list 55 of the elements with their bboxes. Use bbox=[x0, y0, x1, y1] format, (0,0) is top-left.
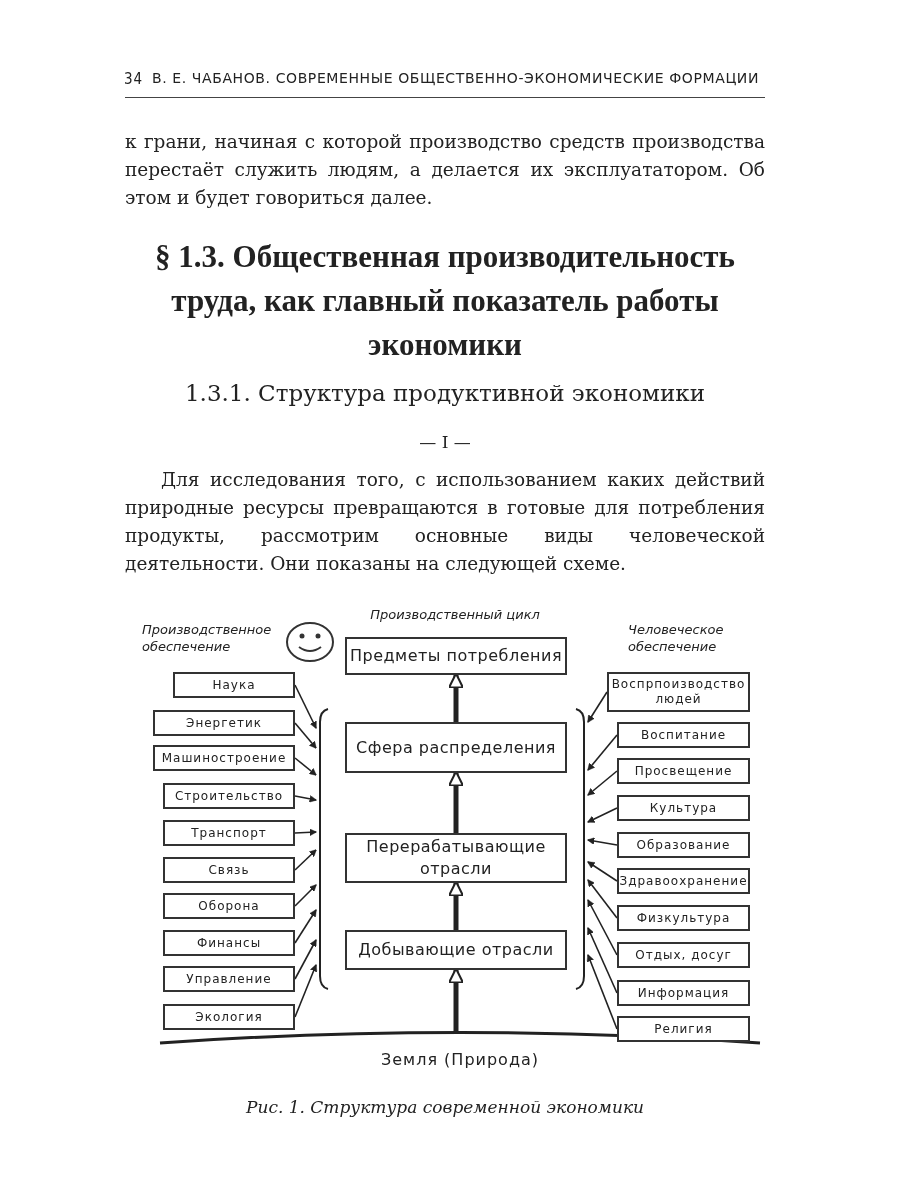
activity-box: Физкультура bbox=[617, 905, 750, 931]
body-paragraph: к грани, начиная с которой производство средств производства перестаёт служить людям, а делается их эксплуататором. Об этом и будет говориться далее. bbox=[125, 130, 765, 210]
activity-box: Экология bbox=[163, 1004, 295, 1030]
arrow bbox=[587, 691, 608, 723]
part-number: — I — bbox=[418, 432, 472, 452]
activity-box: Отдых, досуг bbox=[617, 942, 750, 968]
section-subheading: 1.3.1. Структура продуктивной экономики bbox=[183, 380, 707, 406]
arrow bbox=[294, 828, 317, 836]
running-header: В. Е. ЧАБАНОВ. СОВРЕМЕННЫЕ ОБЩЕСТВЕННО-ЭКОНОМИЧЕСКИЕ ФОРМАЦИИ bbox=[152, 70, 760, 86]
activity-box: Машиностроение bbox=[153, 745, 295, 771]
arrow bbox=[587, 734, 618, 771]
group-heading: Производственное обеспечение bbox=[142, 621, 273, 655]
arrow bbox=[294, 757, 317, 776]
activity-box: Связь bbox=[163, 857, 295, 883]
arrow bbox=[294, 909, 317, 944]
arrow bbox=[587, 837, 618, 846]
arrow bbox=[587, 899, 618, 956]
page-number: 34 bbox=[124, 70, 144, 88]
sector-box: Сфера распределения bbox=[345, 722, 567, 773]
ground-label: Земля (Природа) bbox=[380, 1050, 540, 1069]
arrow bbox=[587, 770, 618, 796]
activity-box: Культура bbox=[617, 795, 750, 821]
activity-box: Строительство bbox=[163, 783, 295, 809]
arrow bbox=[294, 795, 317, 803]
group-heading: Человеческое обеспечение bbox=[628, 621, 725, 655]
arrow bbox=[294, 849, 317, 871]
sector-box: Предметы потребления bbox=[345, 637, 567, 675]
section-heading: § 1.3. Общественная производительность труда, как главный показатель работы экономики bbox=[154, 238, 736, 364]
arrow bbox=[294, 884, 317, 907]
activity-box: Транспорт bbox=[163, 820, 295, 846]
arrow bbox=[587, 879, 618, 919]
activity-box: Энергетик bbox=[153, 710, 295, 736]
activity-box: Управление bbox=[163, 966, 295, 992]
figure-caption: Рис. 1. Структура современной экономики bbox=[245, 1097, 645, 1117]
arrow bbox=[587, 861, 618, 882]
sector-box: Перерабатывающие отрасли bbox=[345, 833, 567, 883]
sector-box: Добывающие отрасли bbox=[345, 930, 567, 970]
body-paragraph: Для исследования того, с использованием каких действий природные ресурсы превращаются в готовые для потребления продукты, рассмотрим основные виды человеческой деятельности. Они показаны на следующей схеме. bbox=[125, 468, 765, 576]
activity-box: Образование bbox=[617, 832, 750, 858]
arrow bbox=[294, 939, 317, 980]
arrow bbox=[587, 927, 618, 994]
activity-box: Воспитание bbox=[617, 722, 750, 748]
activity-box: Просвещение bbox=[617, 758, 750, 784]
group-heading: Производственный цикл bbox=[369, 607, 541, 622]
activity-box: Воспрпоизводство людей bbox=[607, 672, 750, 712]
arrow bbox=[586, 954, 618, 1030]
arrow bbox=[294, 684, 317, 729]
activity-box: Финансы bbox=[163, 930, 295, 956]
activity-box: Здравоохранение bbox=[617, 868, 750, 894]
arrow bbox=[587, 807, 618, 823]
activity-box: Информация bbox=[617, 980, 750, 1006]
activity-box: Наука bbox=[173, 672, 295, 698]
activity-box: Оборона bbox=[163, 893, 295, 919]
arrow bbox=[294, 722, 317, 749]
activity-box: Религия bbox=[617, 1016, 750, 1042]
